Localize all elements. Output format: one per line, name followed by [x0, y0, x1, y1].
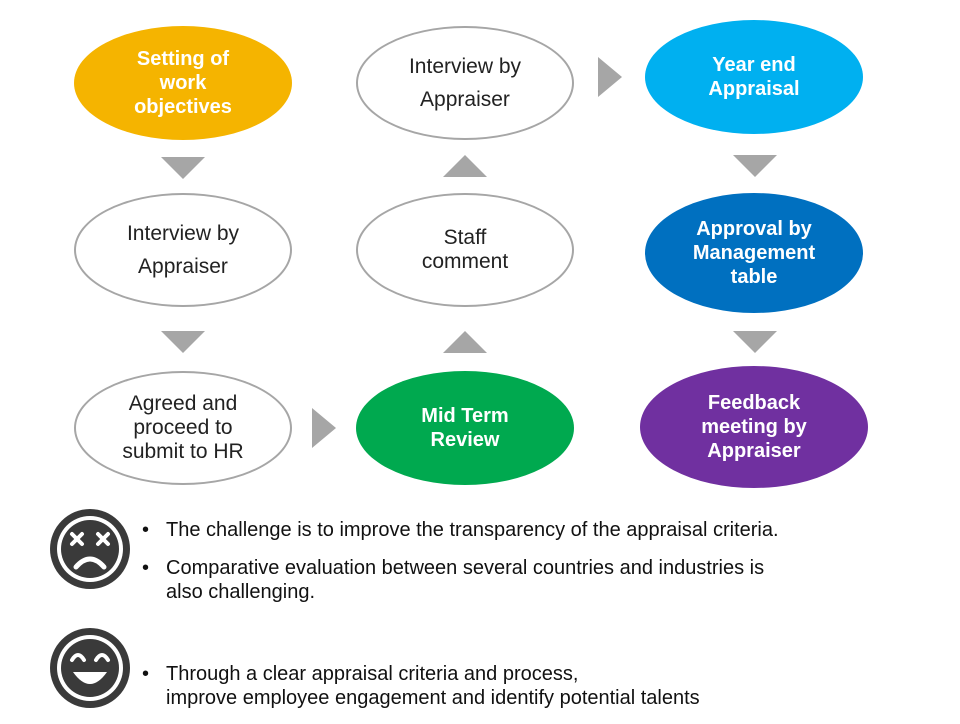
arrow-right-1: [312, 408, 336, 448]
node-agreed-submit-hr: Agreed and proceed to submit to HR: [74, 371, 292, 485]
arrow-right-2: [598, 57, 622, 97]
arrow-down-2: [161, 331, 205, 353]
challenge-list: The challenge is to improve the transpar…: [142, 518, 942, 618]
arrow-down-4: [733, 331, 777, 353]
node-setting-work-objectives: Setting of work objectives: [74, 26, 292, 140]
arrow-up-2: [443, 331, 487, 353]
node-interview-by-appraiser-1: Interview by Appraiser: [74, 193, 292, 307]
arrow-up-1: [443, 155, 487, 177]
smiling-face-icon: [50, 628, 130, 708]
benefit-item: Through a clear appraisal criteria and p…: [142, 662, 942, 710]
node-year-end-appraisal: Year end Appraisal: [645, 20, 863, 134]
node-approval-management: Approval by Management table: [645, 193, 863, 313]
arrow-down-3: [733, 155, 777, 177]
benefit-list: Through a clear appraisal criteria and p…: [142, 662, 942, 724]
challenge-item: Comparative evaluation between several c…: [142, 556, 942, 604]
node-feedback-meeting: Feedback meeting by Appraiser: [640, 366, 868, 488]
node-interview-by-appraiser-2: Interview by Appraiser: [356, 26, 574, 140]
arrow-down-1: [161, 157, 205, 179]
node-staff-comment: Staff comment: [356, 193, 574, 307]
node-mid-term-review: Mid Term Review: [356, 371, 574, 485]
challenge-item: The challenge is to improve the transpar…: [142, 518, 942, 542]
dizzy-sad-face-icon: [50, 509, 130, 589]
